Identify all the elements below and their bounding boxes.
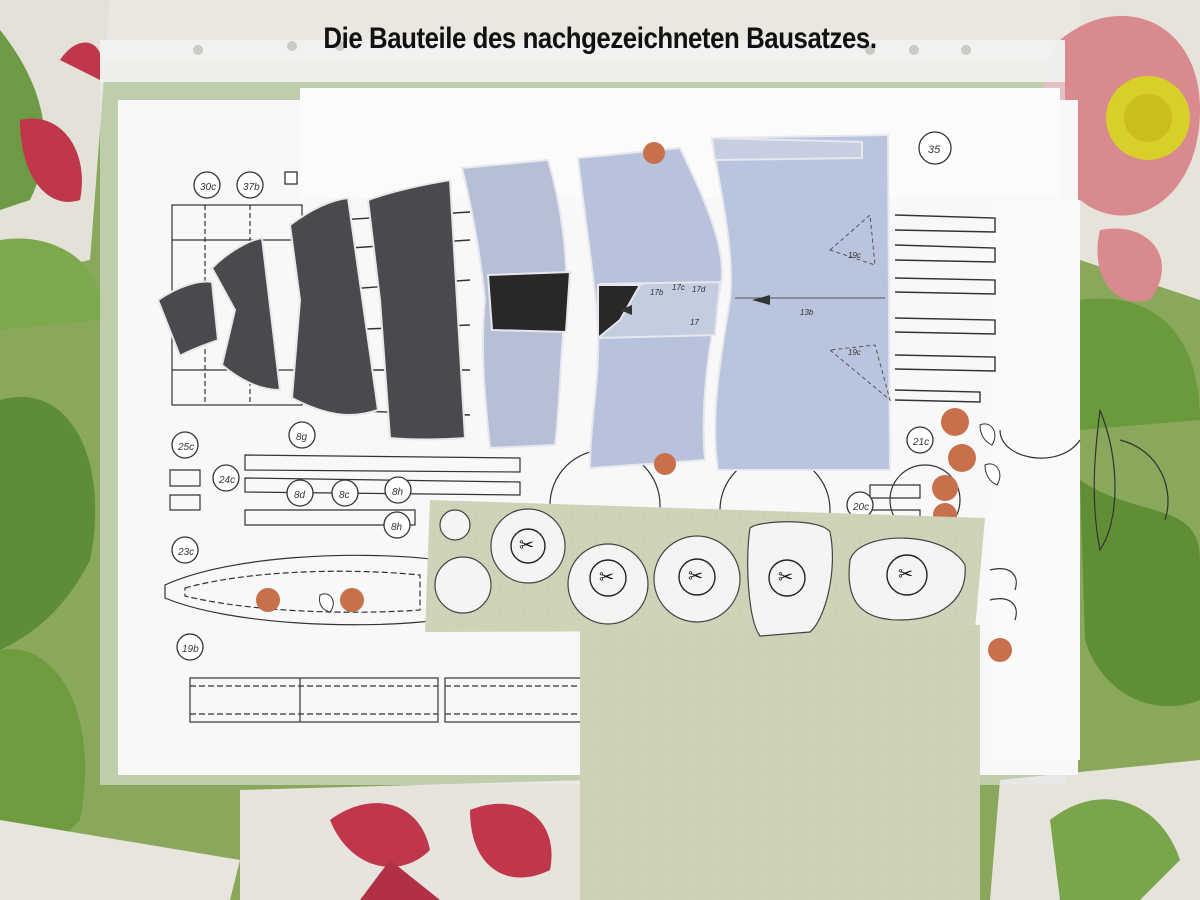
scissors-icon: ✂ bbox=[778, 567, 794, 588]
svg-text:17c: 17c bbox=[672, 283, 685, 292]
svg-text:17b: 17b bbox=[650, 288, 664, 297]
svg-text:30c: 30c bbox=[200, 182, 216, 193]
scissors-icon: ✂ bbox=[898, 564, 914, 585]
hull-part-labels: 13b 19c 19c 17b 17 17c 17d bbox=[650, 251, 861, 357]
part-number-markers bbox=[171, 131, 952, 661]
svg-text:35: 35 bbox=[928, 144, 941, 156]
svg-text:19c: 19c bbox=[848, 348, 861, 357]
svg-text:19c: 19c bbox=[848, 251, 861, 260]
svg-text:23c: 23c bbox=[177, 547, 194, 558]
svg-text:21c: 21c bbox=[912, 437, 929, 448]
svg-text:17: 17 bbox=[690, 318, 699, 327]
part-number-labels: 30c 37b 8g 25c 24c 8d 8c 8h 8h 23c 19b 3… bbox=[177, 144, 941, 655]
disc-inner-rings bbox=[510, 528, 928, 597]
svg-text:8d: 8d bbox=[294, 490, 306, 501]
hull-orange-dots bbox=[643, 142, 676, 475]
scissors-icon: ✂ bbox=[688, 566, 704, 587]
svg-text:25c: 25c bbox=[177, 442, 194, 453]
svg-text:8c: 8c bbox=[339, 490, 350, 501]
scissors-icon: ✂ bbox=[519, 535, 535, 556]
svg-text:37b: 37b bbox=[243, 182, 260, 193]
svg-text:17d: 17d bbox=[692, 285, 706, 294]
svg-text:8h: 8h bbox=[392, 487, 404, 498]
svg-text:8h: 8h bbox=[391, 522, 403, 533]
svg-text:13b: 13b bbox=[800, 308, 814, 317]
svg-text:8g: 8g bbox=[296, 432, 308, 443]
card-discs bbox=[434, 508, 966, 637]
svg-text:19b: 19b bbox=[182, 644, 199, 655]
svg-text:20c: 20c bbox=[852, 502, 869, 513]
scissors-icon: ✂ bbox=[599, 567, 615, 588]
svg-text:24c: 24c bbox=[218, 475, 235, 486]
photo-caption: Die Bauteile des nachgezeichneten Bausat… bbox=[323, 22, 877, 55]
dark-curved-parts bbox=[156, 178, 467, 441]
blue-hull-parts bbox=[460, 133, 892, 471]
